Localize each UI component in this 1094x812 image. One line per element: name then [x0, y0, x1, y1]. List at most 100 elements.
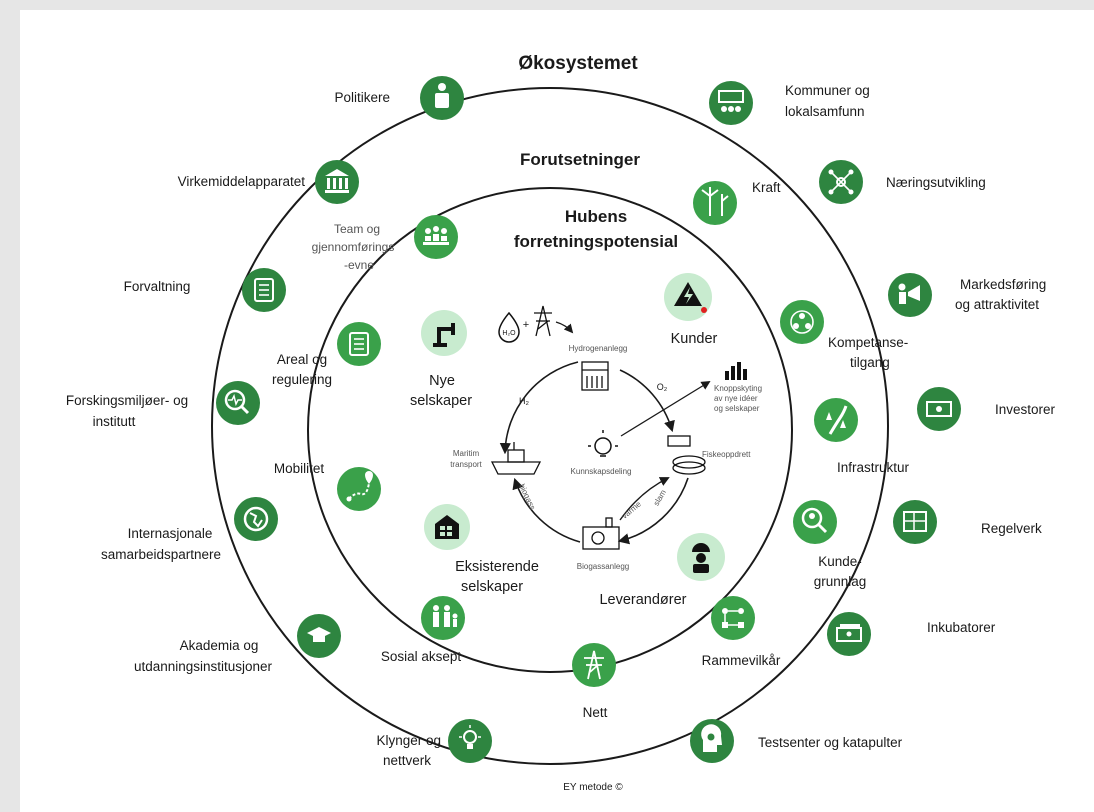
svg-text:+: +: [523, 319, 529, 331]
outer-label-inkubatorer: Inkubatorer: [927, 620, 996, 635]
outer-label-politikere: Politikere: [334, 90, 390, 105]
hydrogen-plant-label: Hydrogenanlegg: [569, 344, 628, 353]
outer-item-internasjonale: Internasjonale samarbeidspartnere: [101, 497, 278, 562]
knowledge-label: Kunnskapsdeling: [571, 467, 632, 476]
outer-item-inkubatorer: Inkubatorer: [827, 612, 996, 656]
inner-label-eksisterende-2: selskaper: [461, 579, 523, 595]
outer-item-regelverk: Regelverk: [893, 500, 1042, 544]
flow-label-h2: H₂: [519, 396, 529, 406]
water-drop-icon: H₂O: [498, 311, 520, 343]
prerequisites-title: Forutsetninger: [520, 150, 640, 169]
middle-item-nett: Nett: [572, 643, 616, 720]
inner-item-eksisterende: Eksisterende selskaper: [424, 504, 539, 595]
wind-turbines-icon: [693, 181, 737, 225]
blueprint-icon: [893, 500, 937, 544]
inner-label-leverandorer: Leverandører: [599, 592, 686, 608]
cycle-arc-h2: [499, 361, 579, 455]
inner-label-nye-2: selskaper: [410, 393, 472, 409]
fish-farm-icon: [667, 435, 706, 475]
middle-label-nett: Nett: [583, 705, 608, 720]
flowchart-icon: [711, 596, 755, 640]
hub-title-line2: forretningspotensial: [514, 232, 678, 251]
inner-item-kunder: Kunder: [664, 273, 718, 347]
family-icon: [421, 596, 465, 640]
inner-item-nye-selskaper: Nye selskaper: [410, 310, 472, 409]
ecosystem-title: Økosystemet: [518, 53, 638, 74]
outer-label-akademia-1: Akademia og: [180, 638, 259, 653]
middle-label-team-2: gjennomførings: [312, 240, 395, 254]
outer-ring: [211, 87, 889, 765]
flow-label-biogass: biogass: [517, 483, 537, 512]
spinoff-label-1: Knoppskyting: [714, 384, 762, 393]
ship-icon: [490, 442, 542, 475]
inner-label-nye-1: Nye: [429, 373, 455, 389]
outer-label-forvaltning: Forvaltning: [124, 279, 191, 294]
lightbulb-icon: [448, 719, 492, 763]
flow-label-slam: slam: [652, 488, 668, 507]
outer-item-kommuner: Kommuner og lokalsamfunn: [709, 81, 870, 125]
middle-label-areal-2: regulering: [272, 372, 332, 387]
outer-item-politikere: Politikere: [334, 76, 464, 120]
robot-arm-icon: [421, 310, 467, 356]
maritime-label-1: Maritim: [453, 449, 480, 458]
inner-label-eksisterende-1: Eksisterende: [455, 559, 539, 575]
outer-label-investorer: Investorer: [995, 402, 1056, 417]
outer-label-testsenter: Testsenter og katapulter: [758, 735, 903, 750]
pylon-small-icon: [534, 305, 552, 337]
middle-item-infrastruktur: Infrastruktur: [814, 398, 910, 475]
middle-label-kundegrunnlag-1: Kunde-: [818, 554, 862, 569]
diagram-canvas: [20, 10, 1094, 812]
knowledge-bulb-icon: [588, 430, 618, 457]
middle-item-kundegrunnlag: Kunde- grunnlag: [793, 500, 866, 589]
middle-item-rammevilkar: Rammevilkår: [702, 596, 781, 668]
middle-label-kompetanse-1: Kompetanse-: [828, 335, 908, 350]
middle-label-mobilitet: Mobilitet: [274, 461, 325, 476]
middle-label-team-1: Team og: [334, 222, 380, 236]
outer-label-internasjonale-1: Internasjonale: [128, 526, 213, 541]
outer-label-markedsforing-2: og attraktivitet: [955, 297, 1039, 312]
outer-item-forvaltning: Forvaltning: [124, 268, 286, 312]
customer-search-icon: [793, 500, 837, 544]
biogas-plant-label: Biogassanlegg: [577, 562, 629, 571]
middle-label-team-3: -evne: [344, 258, 374, 272]
outer-item-akademia: Akademia og utdanningsinstitusjoner: [134, 614, 341, 674]
middle-label-kundegrunnlag-2: grunnlag: [814, 574, 867, 589]
middle-item-mobilitet: Mobilitet: [274, 461, 381, 511]
middle-label-infrastruktur: Infrastruktur: [837, 460, 910, 475]
inner-item-leverandorer: Leverandører: [599, 533, 725, 608]
cycle-arc-o2: [619, 369, 675, 433]
inner-label-kunder: Kunder: [671, 331, 718, 347]
middle-item-kraft: Kraft: [693, 180, 781, 225]
outer-item-klynger: Klynger og nettverk: [376, 719, 492, 768]
cycle-arc-varme: [619, 477, 670, 521]
biogas-plant-icon: [582, 517, 620, 550]
bank-building-icon: [315, 160, 359, 204]
spinoff-label-3: og selskaper: [714, 404, 760, 413]
spinoff-chart-icon: [725, 362, 747, 380]
hydrogen-plant-icon: [581, 361, 609, 391]
outer-item-testsenter: Testsenter og katapulter: [690, 719, 903, 763]
outer-label-internasjonale-2: samarbeidspartnere: [101, 547, 221, 562]
outer-label-klynger-2: nettverk: [383, 753, 431, 768]
outer-label-naeringsutvikling: Næringsutvikling: [886, 175, 986, 190]
spinoff-arrow: [620, 381, 711, 437]
outer-label-kommuner-2: lokalsamfunn: [785, 104, 865, 119]
footer-credit: EY metode ©: [563, 782, 623, 793]
spinoff-label-2: av nye idéer: [714, 394, 758, 403]
middle-item-sosial-aksept: Sosial aksept: [381, 596, 465, 664]
fish-farm-label: Fiskeoppdrett: [702, 450, 751, 459]
outer-label-forsking-2: institutt: [93, 414, 136, 429]
middle-ring: [307, 187, 793, 673]
middle-label-areal-1: Areal og: [277, 352, 327, 367]
outer-label-virkemiddel: Virkemiddelapparatet: [178, 174, 306, 189]
cycle-arc-slam: [617, 477, 689, 545]
h2o-label: H₂O: [502, 330, 516, 337]
middle-label-rammevilkar: Rammevilkår: [702, 653, 781, 668]
map-route-icon: [337, 467, 381, 511]
middle-item-areal: Areal og regulering: [272, 322, 381, 387]
middle-label-kraft: Kraft: [752, 180, 781, 195]
outer-label-forsking-1: Forskingsmiljøer- og: [66, 393, 188, 408]
middle-label-kompetanse-2: tilgang: [850, 355, 890, 370]
outer-label-kommuner-1: Kommuner og: [785, 83, 870, 98]
